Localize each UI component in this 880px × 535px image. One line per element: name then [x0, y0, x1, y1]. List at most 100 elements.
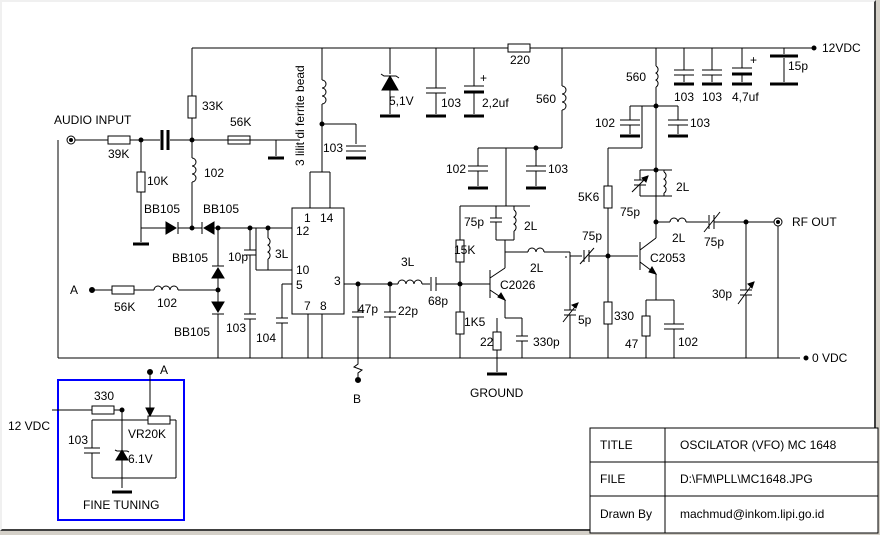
ic-mc1648: [291, 207, 345, 315]
inductor-102-top: [191, 157, 197, 183]
vcc-label: 12VDC: [822, 41, 861, 55]
title-value: OSCILATOR (VFO) MC 1648: [680, 438, 837, 452]
rf-out-label: RF OUT: [792, 215, 837, 229]
inductor-2l-tank2: [662, 171, 667, 194]
label-bb105-mid: BB105: [172, 251, 208, 265]
resistor-10k: [136, 171, 146, 193]
drawn-label: Drawn By: [600, 507, 652, 521]
resistor-56k-top: [227, 135, 251, 145]
fine-tuning-box: [57, 379, 185, 521]
label-2l-tank2: 2L: [676, 180, 690, 194]
inductor-ferrite-bead: [321, 79, 327, 105]
label-103-mid: 103: [548, 162, 568, 176]
varicap-left: [165, 221, 177, 235]
label-103-r2: 103: [702, 90, 722, 104]
label-103-right: 103: [690, 116, 710, 130]
label-103-z: 103: [441, 96, 461, 110]
varicap-mid: [211, 267, 225, 279]
ground-rail: [58, 355, 809, 361]
label-1k5: 1K5: [464, 315, 486, 329]
label-75p-tank2: 75p: [620, 205, 640, 219]
label-bb105-bot: BB105: [174, 325, 210, 339]
label-560-mid: 560: [536, 92, 556, 106]
label-zener: 5,1V: [389, 94, 414, 108]
label-q1: C2026: [500, 278, 536, 292]
ft-label-61: 6.1V: [128, 452, 153, 466]
ft-resistor-330: [91, 405, 115, 415]
label-bb105-right: BB105: [203, 202, 239, 216]
resistor-39k: [107, 135, 131, 145]
file-value: D:\FM\PLL\MC1648.JPG: [680, 472, 813, 486]
inductor-102-a: [153, 285, 179, 291]
pin-5: 5: [296, 278, 303, 292]
svg-text:+: +: [480, 71, 487, 85]
audio-input-label: AUDIO INPUT: [54, 113, 132, 127]
label-56k-top: 56K: [230, 115, 251, 129]
title-label: TITLE: [600, 438, 633, 452]
resistor-1k5: [455, 311, 465, 335]
ground-label: GROUND: [470, 386, 524, 400]
input-a-label: A: [70, 283, 78, 297]
ferrite-note: 3 lilit di ferrite bead: [293, 65, 307, 166]
label-103-ic: 103: [323, 141, 343, 155]
inductor-3l-tank: [266, 237, 271, 260]
label-104: 104: [256, 331, 276, 345]
label-22uf: 2,2uf: [482, 96, 509, 110]
label-47: 47: [625, 337, 639, 351]
inductor-560-right: [654, 65, 659, 88]
label-3l-tank: 3L: [275, 247, 289, 261]
label-56k-a: 56K: [114, 300, 135, 314]
label-30p: 30p: [712, 287, 732, 301]
label-22: 22: [480, 335, 494, 349]
label-75p-q1: 75p: [464, 215, 484, 229]
label-39k: 39K: [108, 147, 129, 161]
svg-text:+: +: [750, 53, 757, 67]
resistor-220: [507, 43, 531, 53]
label-15k: 15K: [454, 243, 475, 257]
label-33k: 33K: [202, 99, 223, 113]
label-47uf: 4,7uf: [732, 90, 759, 104]
pin-12: 12: [296, 224, 310, 238]
label-102-q2: 102: [678, 335, 698, 349]
ft-input-a-label: A: [160, 363, 168, 377]
label-68p: 68p: [428, 294, 448, 308]
label-5k6: 5K6: [578, 190, 600, 204]
label-2l-out: 2L: [672, 231, 686, 245]
label-2l-q1b: 2L: [530, 261, 544, 275]
output-b-label: B: [353, 392, 361, 406]
label-47p: 47p: [358, 302, 378, 316]
resistor-33k: [187, 95, 197, 119]
ft-label-330: 330: [94, 389, 114, 403]
file-label: FILE: [600, 472, 625, 486]
resistor-330: [603, 301, 613, 325]
pin-1: 1: [304, 211, 311, 225]
label-102-mid: 102: [446, 162, 466, 176]
ft-potentiometer: [147, 415, 171, 425]
label-3l-out: 3L: [401, 255, 415, 269]
left-vcc-label: 12 VDC: [8, 419, 50, 433]
label-q2: C2053: [650, 251, 686, 265]
ft-label-vr: VR20K: [128, 427, 166, 441]
pin-3: 3: [334, 274, 341, 288]
zener-5v1: [381, 74, 399, 91]
pin-8: 8: [320, 299, 327, 313]
label-330p: 330p: [533, 335, 560, 349]
inductor-2l-out: [669, 217, 687, 223]
gnd-label: 0 VDC: [812, 351, 848, 365]
inductor-3l-out: [397, 279, 423, 285]
vcc-rail: [192, 45, 817, 51]
label-102-right: 102: [595, 116, 615, 130]
label-22p: 22p: [398, 304, 418, 318]
label-10k: 10K: [147, 174, 168, 188]
varicap-right: [203, 221, 215, 235]
label-75p-out: 75p: [704, 235, 724, 249]
inductor-560-mid: [561, 85, 567, 111]
label-75p-couple: 75p: [582, 229, 602, 243]
inductor-2l-q1b: [527, 247, 545, 253]
label-bb105-left: BB105: [144, 202, 180, 216]
ft-label: FINE TUNING: [83, 498, 159, 512]
title-block: [589, 427, 879, 534]
label-103-tank: 103: [226, 321, 246, 335]
label-220: 220: [510, 53, 530, 67]
